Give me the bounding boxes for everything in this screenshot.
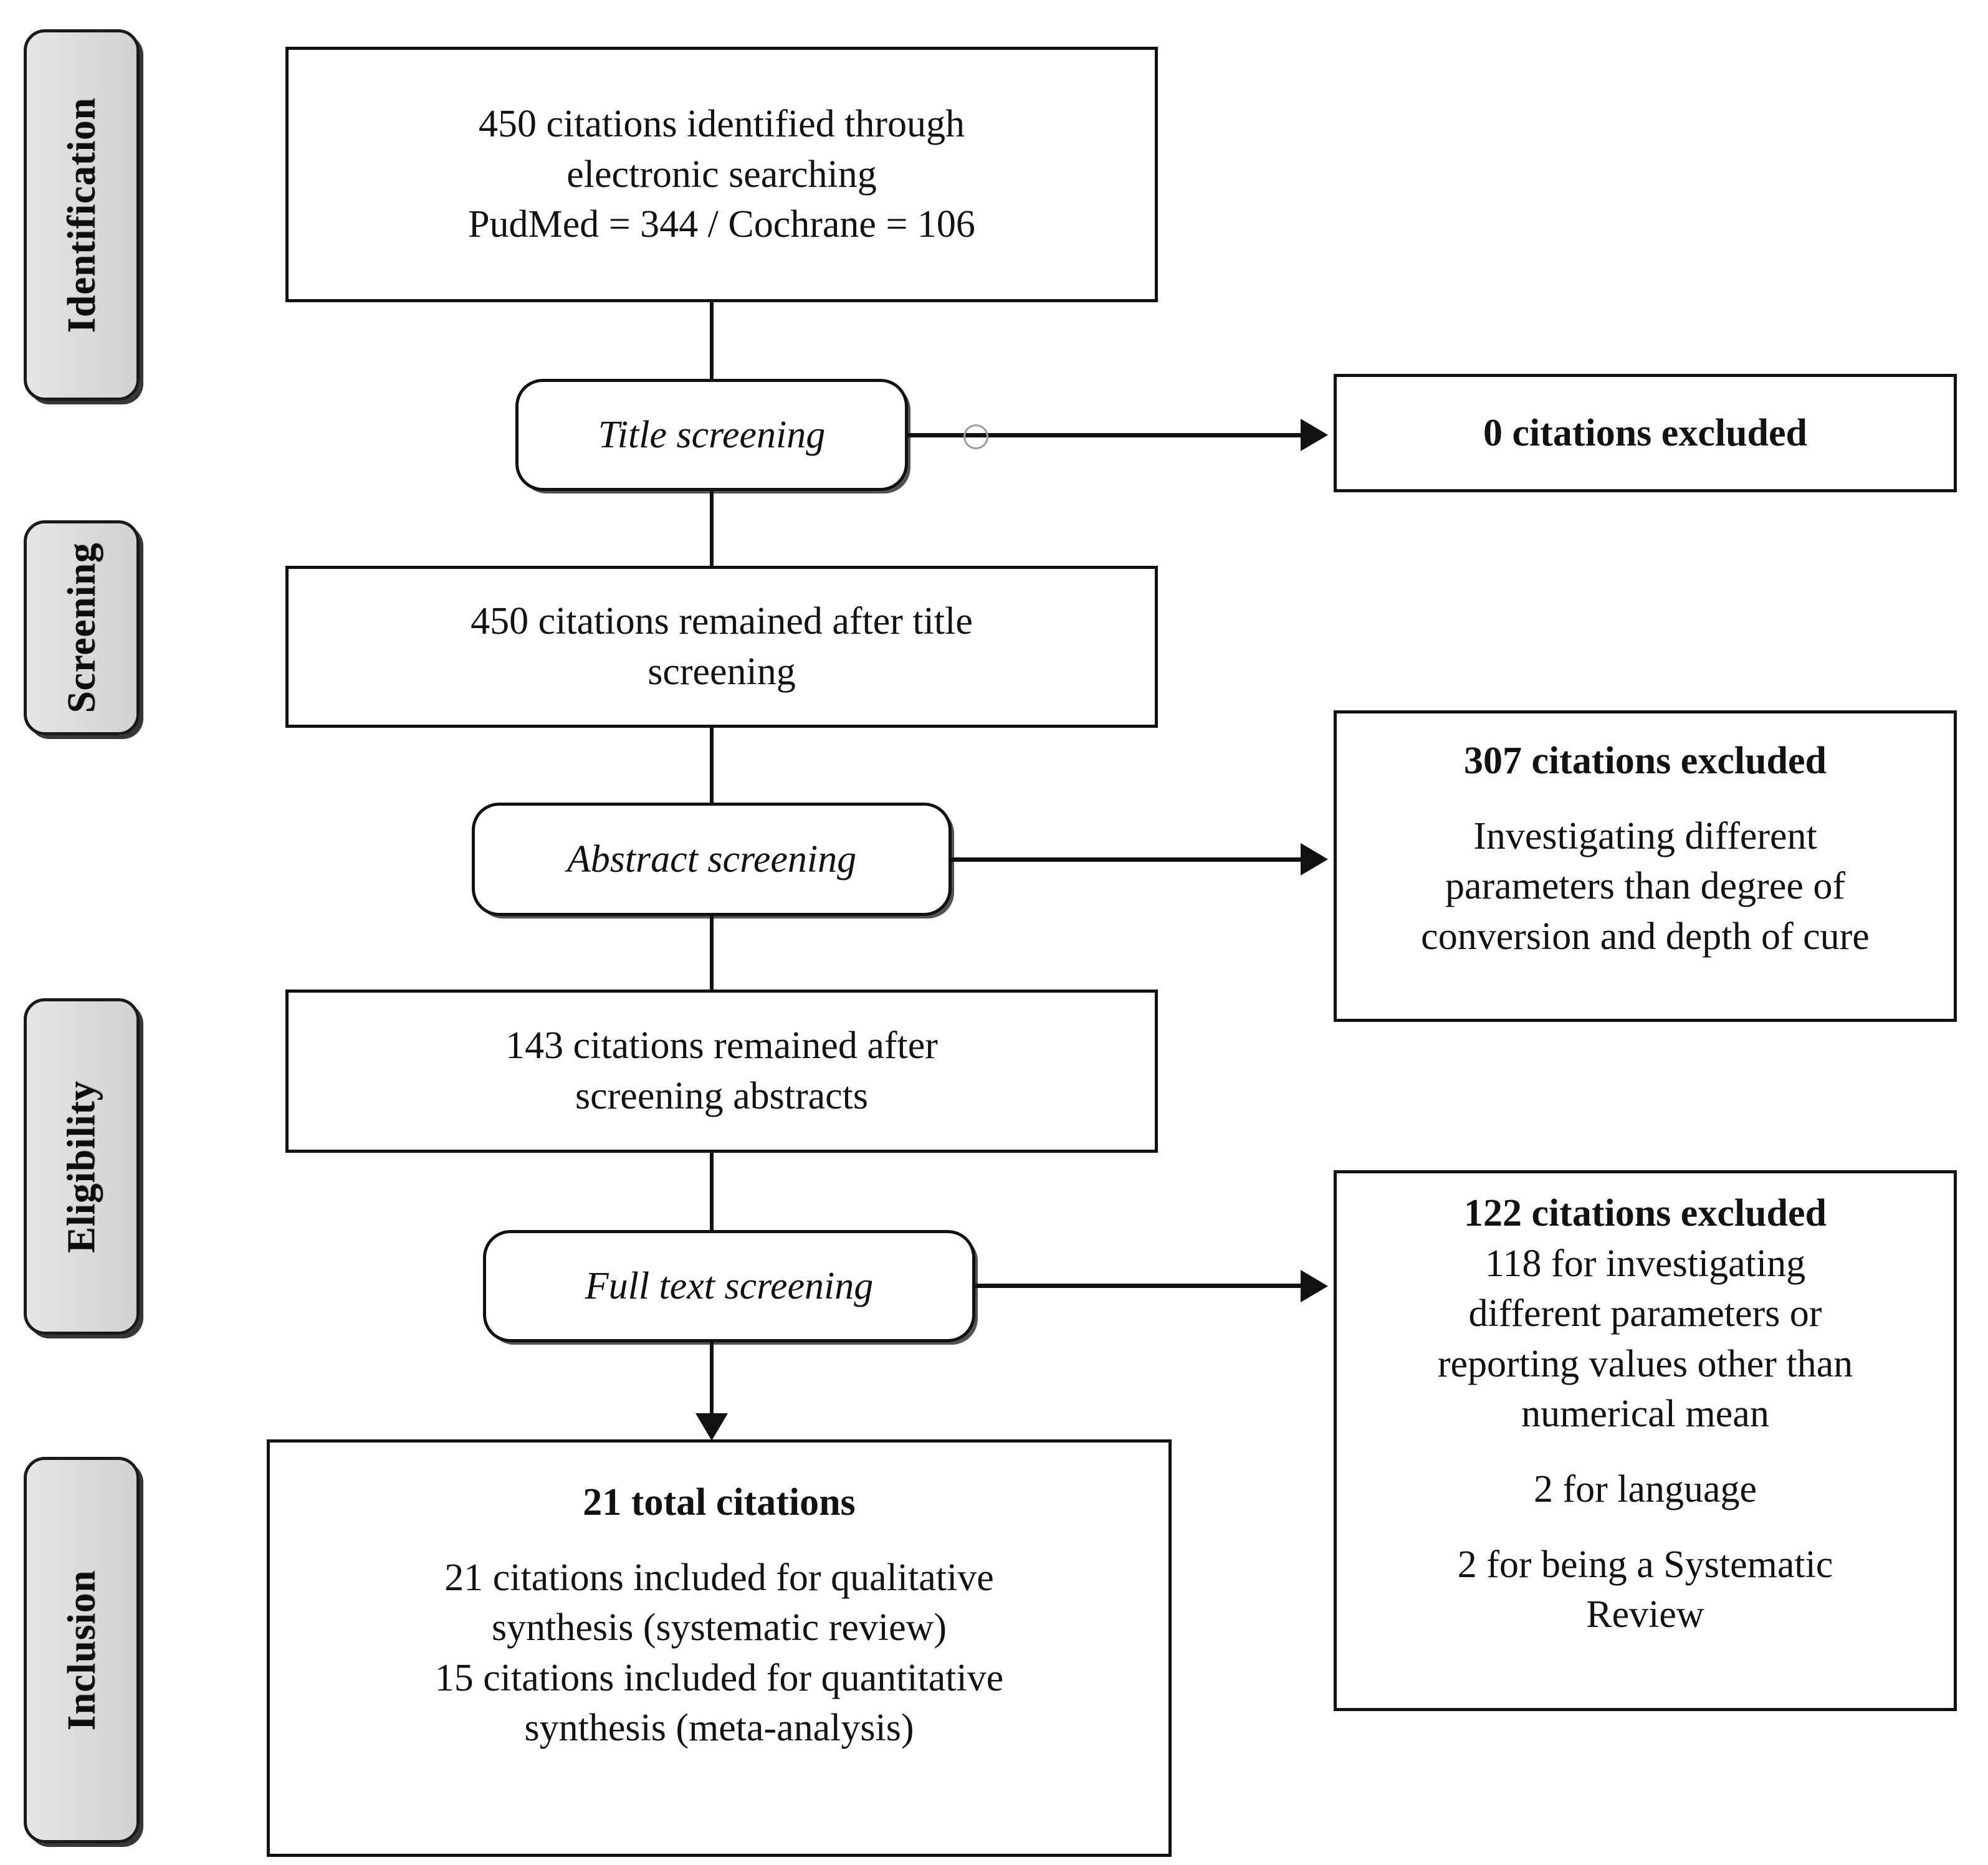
connector-full-text-screening-to-excluded (975, 1284, 1301, 1288)
connector-title-screening-to-remained (710, 490, 714, 568)
box-excluded-full-text-screening: 122 citations excluded 118 for investiga… (1334, 1170, 1957, 1711)
stage-label-identification: Identification (24, 29, 140, 401)
box-excluded-full-text-reason1-line-3: reporting values other than (1437, 1342, 1853, 1385)
connector-remained-to-abstract-screening (710, 728, 714, 804)
box-citations-identified-line-3: PudMed = 344 / Cochrane = 106 (468, 203, 975, 246)
box-citations-identified-line-2: electronic searching (566, 153, 877, 196)
box-title-screening: Title screening (515, 379, 908, 491)
box-remained-after-abstract: 143 citations remained after screening a… (285, 990, 1158, 1153)
box-remained-after-title: 450 citations remained after title scree… (285, 566, 1158, 728)
arrowhead-title-screening-to-excluded (1301, 419, 1328, 451)
stage-label-screening: Screening (24, 520, 140, 735)
box-excluded-full-text-reason1-line-4: numerical mean (1521, 1393, 1769, 1436)
box-excluded-full-text-heading: 122 citations excluded (1463, 1192, 1827, 1234)
box-included-total-line-2: synthesis (systematic review) (491, 1606, 947, 1649)
box-remained-after-abstract-line-2: screening abstracts (575, 1075, 868, 1117)
box-remained-after-title-line-2: screening (648, 651, 796, 693)
arrowhead-abstract-screening-to-excluded (1301, 843, 1328, 875)
box-title-screening-label: Title screening (598, 413, 826, 456)
connector-identified-to-title-screening (710, 302, 714, 380)
box-included-total-heading: 21 total citations (583, 1481, 856, 1524)
stage-label-eligibility-text: Eligibility (59, 1080, 103, 1253)
connector-title-screening-to-excluded (908, 433, 1301, 437)
box-excluded-title-screening: 0 citations excluded (1334, 374, 1957, 492)
box-full-text-screening-label: Full text screening (585, 1264, 874, 1307)
stage-label-screening-text: Screening (59, 542, 103, 713)
box-excluded-abstract-screening-line-3: conversion and depth of cure (1421, 915, 1870, 958)
box-included-total-line-1: 21 citations included for qualitative (444, 1556, 994, 1599)
connector-dot-artifact (963, 424, 988, 449)
box-included-total: 21 total citations 21 citations included… (267, 1439, 1172, 1857)
box-excluded-abstract-screening: 307 citations excluded Investigating dif… (1334, 710, 1957, 1022)
box-excluded-abstract-screening-line-1: Investigating different (1473, 814, 1817, 857)
box-included-total-line-4: synthesis (meta-analysis) (524, 1707, 914, 1750)
box-excluded-full-text-reason1-line-1: 118 for investigating (1484, 1242, 1806, 1285)
box-excluded-full-text-reason3-line-2: Review (1586, 1593, 1704, 1636)
connector-abstract-screening-to-remained (710, 915, 714, 991)
box-remained-after-abstract-line-1: 143 citations remained after (505, 1024, 938, 1067)
box-excluded-full-text-reason2: 2 for language (1533, 1467, 1757, 1510)
stage-label-inclusion-text: Inclusion (59, 1570, 103, 1730)
connector-remained-to-full-text-screening (710, 1153, 714, 1231)
connector-abstract-screening-to-excluded (952, 857, 1301, 862)
stage-label-eligibility: Eligibility (24, 998, 140, 1335)
box-citations-identified-line-1: 450 citations identified through (478, 103, 965, 146)
box-full-text-screening: Full text screening (483, 1230, 975, 1342)
box-included-total-line-3: 15 citations included for quantitative (434, 1656, 1004, 1699)
box-excluded-abstract-screening-line-2: parameters than degree of (1445, 865, 1846, 908)
stage-label-identification-text: Identification (59, 97, 103, 333)
stage-label-inclusion: Inclusion (24, 1457, 140, 1843)
arrowhead-full-text-screening-to-excluded (1301, 1270, 1328, 1302)
box-citations-identified: 450 citations identified through electro… (285, 47, 1158, 302)
box-excluded-title-screening-heading: 0 citations excluded (1483, 411, 1808, 454)
box-abstract-screening: Abstract screening (472, 803, 952, 916)
box-excluded-abstract-screening-heading: 307 citations excluded (1463, 740, 1827, 782)
box-excluded-full-text-reason1-line-2: different parameters or (1468, 1292, 1822, 1335)
box-abstract-screening-label: Abstract screening (566, 837, 857, 880)
arrowhead-full-text-screening-to-included (695, 1413, 728, 1441)
box-excluded-full-text-reason3-line-1: 2 for being a Systematic (1457, 1543, 1833, 1586)
connector-full-text-screening-to-included (710, 1341, 714, 1422)
box-remained-after-title-line-1: 450 citations remained after title (471, 600, 973, 643)
